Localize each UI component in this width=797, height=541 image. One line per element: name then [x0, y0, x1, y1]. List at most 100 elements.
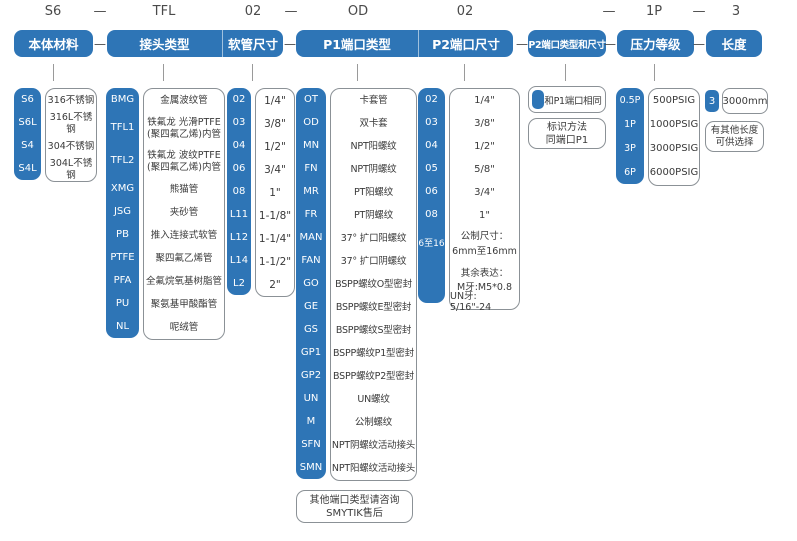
fitting-desc: 全氟烷氧基树脂管	[145, 275, 222, 287]
p2size-code: 03	[425, 117, 438, 128]
p1-code: FR	[304, 209, 318, 220]
pressure-desc: 6000PSIG	[649, 167, 699, 178]
hose-desc: 2"	[269, 278, 281, 291]
p2size-desc: 1/4"	[474, 94, 495, 106]
length-code-pill: 3	[705, 90, 719, 112]
header-dash: —	[604, 36, 616, 51]
p1-code: SMN	[299, 462, 323, 473]
metric-line: M牙:M5*0.8	[457, 282, 512, 293]
length-note-line2: 可供选择	[715, 136, 754, 148]
p1-code: FN	[304, 163, 318, 174]
p2size-code: 05	[425, 163, 438, 174]
hose-code: L11	[229, 209, 249, 220]
fitting-code: NL	[115, 321, 130, 332]
connector-tick	[464, 64, 465, 81]
header-p2-type-size: P2端口类型和尺寸	[528, 30, 606, 57]
p1-code: OD	[303, 117, 319, 128]
metric-line: 6mm至16mm	[452, 245, 517, 257]
p1-code: GE	[303, 301, 319, 312]
material-desc: 316L不锈钢	[49, 111, 93, 135]
hose-desc: 1/2"	[264, 140, 286, 153]
pressure-desc: 3000PSIG	[649, 143, 699, 154]
p2size-desc: 3/4"	[474, 186, 495, 198]
header-fitting-hose: 接头类型 软管尺寸	[107, 30, 283, 57]
p1-desc: BSPP螺纹P1型密封	[333, 347, 414, 359]
fitting-desc: 推入连接式软管	[150, 229, 218, 241]
fitting-code: XMG	[110, 183, 135, 194]
p1-note-line1: 其他端口类型请咨询	[309, 494, 400, 506]
p1-code: GS	[303, 324, 319, 335]
column-length: 3 3000mm 有其他长度 可供选择	[705, 88, 768, 152]
material-code: S4L	[18, 163, 37, 174]
p1-code: GP1	[300, 347, 322, 358]
header-hose-size: 软管尺寸	[227, 37, 278, 52]
p1-code: UN	[303, 393, 319, 404]
p1-code: GO	[303, 278, 319, 289]
code-material: S6	[44, 4, 62, 19]
hose-code: L12	[229, 232, 249, 243]
pressure-code: 6P	[624, 166, 636, 178]
p2ts-note-line1: 标识方法	[547, 121, 587, 133]
code-pressure: 1P	[645, 4, 663, 19]
connector-tick	[357, 64, 358, 81]
fitting-code: PU	[115, 298, 130, 309]
hose-desc: 1-1/2"	[258, 255, 292, 268]
code-p1-type: OD	[347, 4, 369, 19]
header-p1-type: P1端口类型	[323, 37, 391, 52]
fitting-code: TFL2	[110, 155, 135, 166]
p2ts-blue-pill	[532, 90, 544, 109]
fitting-code: PB	[116, 229, 129, 240]
p1-desc: NPT阳螺纹活动接头	[331, 462, 416, 474]
fitting-desc: 呢绒管	[169, 321, 199, 333]
material-code: S6	[21, 94, 34, 105]
hose-desc-box: 1/4"3/8"1/2"3/4"1"1-1/8"1-1/4"1-1/2"2"	[255, 88, 295, 297]
material-desc: 316不锈钢	[47, 94, 95, 106]
header-p2-size: P2端口尺寸	[432, 37, 500, 52]
fitting-desc: 聚四氟乙烯管	[155, 252, 213, 264]
p1-code: M	[306, 416, 316, 427]
metric-line: UN牙: 5/16"-24	[450, 290, 492, 313]
connector-tick	[252, 64, 253, 81]
p2size-desc: 3/8"	[474, 117, 495, 129]
header-divider	[418, 30, 419, 57]
material-code: S4	[21, 140, 34, 151]
header-p1-p2: P1端口类型 P2端口尺寸	[296, 30, 513, 57]
p2ts-same-box: 和P1端口相同	[528, 86, 606, 113]
pressure-desc-box: 500PSIG 1000PSIG 3000PSIG 6000PSIG	[648, 88, 700, 186]
p1-desc: 双卡套	[359, 117, 388, 129]
pressure-code: 0.5P	[619, 94, 641, 106]
p2ts-note-line2: 同端口P1	[545, 134, 589, 146]
fitting-desc: 金属波纹管	[160, 94, 208, 106]
connector-tick	[654, 64, 655, 81]
fitting-code: BMG	[110, 94, 135, 105]
hose-code: 03	[232, 117, 246, 128]
material-desc: 304不锈钢	[47, 140, 95, 152]
fitting-desc: 夹砂管	[169, 206, 199, 218]
header-material: 本体材料	[14, 30, 93, 57]
p2size-desc: 1"	[479, 209, 490, 221]
p1-code: MR	[303, 186, 319, 197]
hose-code: L14	[229, 255, 249, 266]
p1-code: OT	[304, 94, 318, 105]
code-dash: —	[93, 4, 107, 19]
fitting-desc: 铁氟龙 波纹PTFE(聚四氟乙烯)内管	[147, 149, 221, 173]
p2ts-same-label: 和P1端口相同	[544, 95, 602, 107]
p1-desc: NPT阴螺纹	[350, 163, 397, 175]
length-note-line1: 有其他长度	[710, 124, 759, 136]
p1-desc: BSPP螺纹E型密封	[335, 301, 412, 313]
pressure-desc: 500PSIG	[652, 95, 696, 106]
p1-code: MN	[302, 140, 320, 151]
connector-tick	[163, 64, 164, 81]
pressure-desc: 1000PSIG	[649, 119, 699, 130]
pressure-code: 3P	[624, 142, 636, 154]
